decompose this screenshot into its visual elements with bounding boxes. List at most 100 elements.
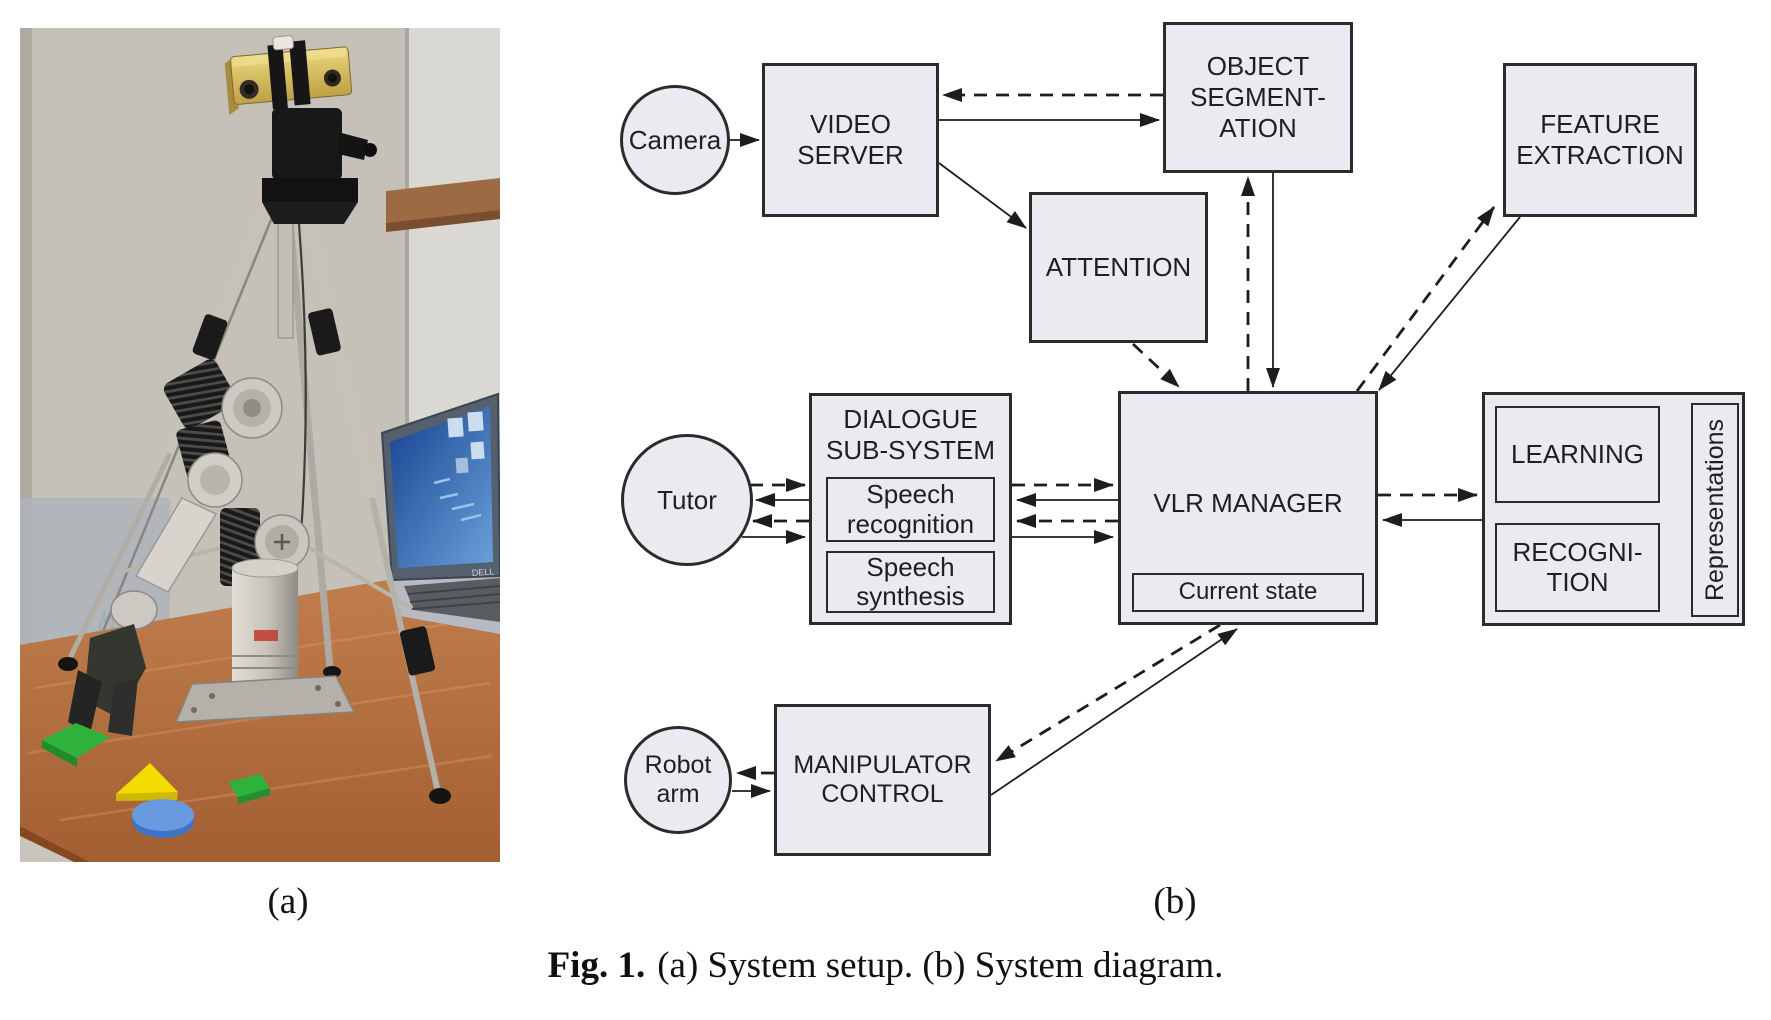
robot-forearm (134, 497, 218, 593)
robot-shoulder-hub (200, 465, 230, 495)
table-front-edge (20, 826, 90, 862)
current-state-box: Current state (1132, 573, 1364, 612)
feature-extraction-label-1: FEATURE (1540, 109, 1660, 140)
right-leg-clamp-upper (308, 308, 341, 356)
speech-recognition-box: Speech recognition (826, 477, 995, 542)
blue-disk (132, 799, 194, 831)
robot-arm-label-1: Robot (644, 750, 712, 779)
yellow-triangle (116, 763, 178, 794)
camera-top-highlight (232, 47, 347, 67)
camera-strap-2 (289, 40, 311, 106)
object-segmentation-label-3: ATION (1219, 112, 1297, 143)
caption-prefix: Fig. 1. (547, 945, 646, 986)
green-square-small (228, 774, 270, 797)
node-tutor: Tutor (621, 434, 753, 566)
learning-label: LEARNING (1511, 438, 1644, 469)
screen-windows (447, 411, 485, 474)
node-vlr-manager: VLR MANAGER Current state (1118, 391, 1378, 625)
base-plate-bolts (191, 685, 341, 713)
speech-recognition-label-1: Speech (866, 479, 955, 510)
laptop-screen (390, 406, 493, 568)
green-square-large-side (42, 740, 77, 767)
tripod-rear-leg (284, 197, 334, 669)
yellow-triangle-side (116, 792, 178, 801)
arrow-feature-extraction-to-vlr-manager (1378, 216, 1521, 391)
node-camera: Camera (620, 85, 730, 195)
tripod-left-leg-lower (67, 451, 173, 660)
right-leg-clamp-lower (399, 626, 436, 676)
attention-label: ATTENTION (1045, 252, 1192, 283)
table-objects (42, 723, 270, 838)
robot-gripper-finger-left (68, 670, 102, 734)
video-server-label-2: SERVER (797, 140, 904, 170)
system-setup-photo: DELL (20, 28, 500, 862)
object-segmentation-label-1: OBJECT (1206, 51, 1310, 82)
node-attention: ATTENTION (1029, 192, 1208, 343)
tutor-label: Tutor (657, 484, 717, 515)
robot-arm-label-2: arm (656, 780, 700, 808)
node-video-server: VIDEO SERVER (762, 63, 939, 217)
node-learning-group: LEARNING RECOGNI- TION Representations (1482, 392, 1745, 626)
video-server-label-1: VIDEO (810, 109, 891, 140)
caption-text: (a) System setup. (b) System diagram. (657, 945, 1224, 986)
speech-recognition-label-2: recognition (846, 508, 975, 539)
node-robot-arm: Robot arm (624, 726, 732, 834)
robot-base-plate (174, 675, 356, 723)
learning-box: LEARNING (1495, 406, 1660, 503)
dialogue-title-1: DIALOGUE (843, 404, 978, 434)
manipulator-control-label-2: CONTROL (821, 780, 944, 808)
recognition-box: RECOGNI- TION (1495, 523, 1660, 612)
laptop: DELL (380, 392, 500, 634)
laptop-brand-label: DELL (471, 566, 494, 578)
node-feature-extraction: FEATURE EXTRACTION (1503, 63, 1697, 217)
left-leg-clamp (192, 314, 228, 360)
panel-b-label: (b) (1153, 881, 1197, 922)
recognition-label-2: TION (1546, 566, 1609, 597)
representations-box: Representations (1691, 403, 1739, 617)
stereo-camera (224, 35, 353, 116)
representations-label: Representations (1701, 418, 1729, 602)
camera-cable (294, 187, 307, 549)
dialogue-title-2: SUB-SYSTEM (825, 434, 996, 465)
recognition-label-1: RECOGNI- (1512, 537, 1643, 568)
green-square-small-side (238, 788, 270, 804)
robot-joint-screw (274, 534, 290, 550)
tripod-rear-foot (323, 666, 341, 678)
feature-extraction-label-2: EXTRACTION (1516, 140, 1684, 170)
robot-disc-top-hub (243, 399, 261, 417)
mount-body (272, 108, 342, 180)
laptop-key-rows (407, 585, 500, 610)
camera-strap-1 (267, 44, 288, 110)
robot-gripper-finger-right (108, 678, 138, 736)
panel-a-label: (a) (267, 881, 309, 922)
mount-clamp (262, 178, 358, 202)
arrow-video-server-to-attention (938, 162, 1027, 229)
node-dialogue-subsystem: DIALOGUE SUB-SYSTEM Speech recognition S… (809, 393, 1012, 625)
current-state-label: Current state (1178, 578, 1318, 606)
mount-arm (338, 132, 368, 160)
floor (20, 836, 74, 862)
arrow-vlr-to-manipulator-control (995, 623, 1221, 763)
vlr-manager-label: VLR MANAGER (1153, 488, 1343, 518)
wooden-ledge-shadow (386, 210, 500, 232)
arrow-manipulator-control-to-vlr (990, 628, 1238, 796)
camera-lens-right-pupil (327, 73, 337, 83)
green-square-large (42, 723, 110, 758)
robot-base-cylinder (232, 568, 298, 684)
camera-label: Camera (628, 124, 722, 155)
speech-synthesis-label-2: synthesis (856, 581, 965, 611)
node-object-segmentation: OBJECT SEGMENT- ATION (1163, 22, 1353, 173)
tripod-left-foot (58, 657, 78, 671)
speech-synthesis-box: Speech synthesis (826, 551, 995, 613)
robot-joint-rib-top (163, 359, 237, 429)
mount-knob (363, 143, 377, 157)
arrow-attention-to-vlr-manager (1132, 342, 1180, 389)
tripod-head-mount (262, 108, 377, 224)
tripod-right-foot (429, 788, 451, 804)
speech-synthesis-label-1: Speech (866, 551, 955, 582)
object-segmentation-label-2: SEGMENT- (1190, 82, 1326, 113)
arrow-vlr-manager-to-feature-extraction (1355, 206, 1496, 392)
tripod (58, 184, 451, 804)
manipulator-control-label-1: MANIPULATOR (793, 750, 972, 779)
